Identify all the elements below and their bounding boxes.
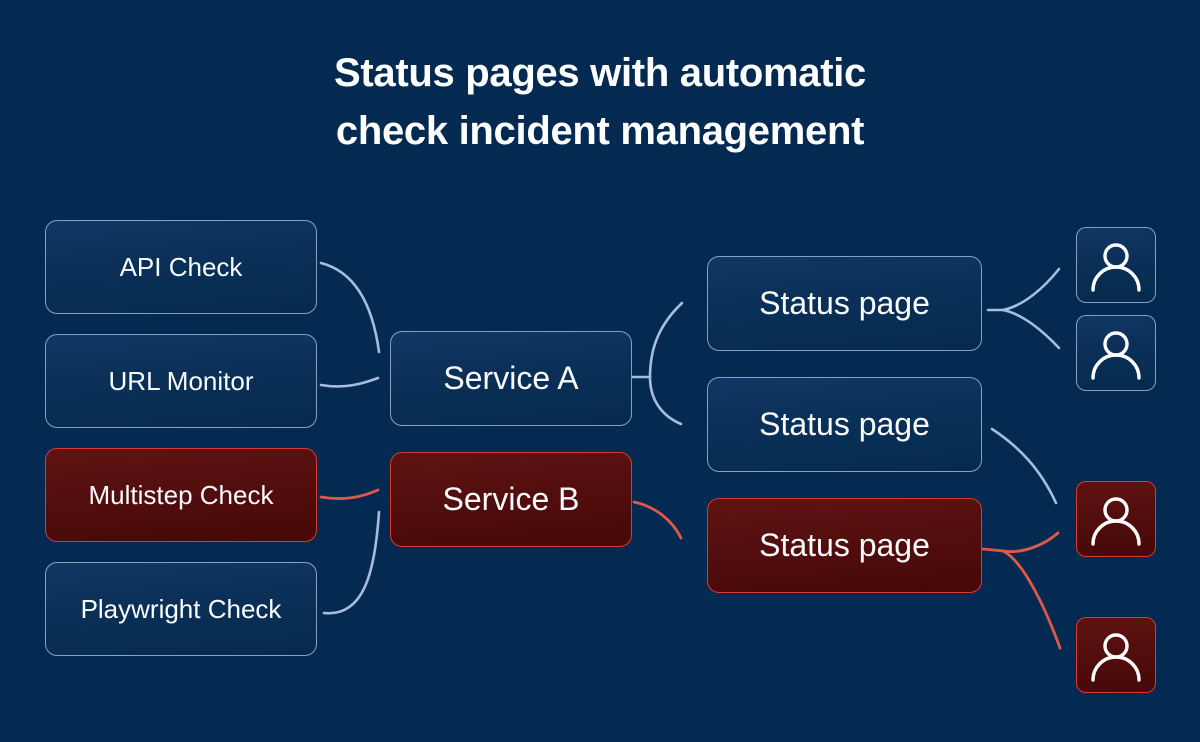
edge-playwright-check-to-service-b	[322, 510, 381, 615]
edge-service-a-to-status-page-1	[648, 301, 684, 379]
edge-status-page-3-fork-stem	[981, 547, 1005, 553]
person-icon	[1076, 617, 1156, 693]
edge-status-page-3-to-subscriber-3	[1001, 531, 1060, 553]
node-api-check: API Check	[45, 220, 317, 314]
edge-status-page-1-to-subscriber-2	[1001, 308, 1061, 350]
person-icon	[1076, 481, 1156, 557]
node-service-a: Service A	[390, 331, 632, 426]
edge-status-page-1-to-subscriber-1	[1001, 267, 1061, 312]
person-icon	[1076, 227, 1156, 303]
node-status-page-3-label: Status page	[759, 527, 930, 563]
title-line-1: Status pages with automatic	[334, 51, 866, 95]
node-status-page-2: Status page	[707, 377, 982, 472]
edge-url-monitor-to-service-a	[319, 376, 380, 388]
edge-status-page-2-to-subscriber-3	[990, 427, 1058, 505]
node-multistep-check: Multistep Check	[45, 448, 317, 542]
title-line-2: check incident management	[335, 109, 865, 153]
node-service-b: Service B	[390, 452, 632, 547]
node-status-page-3: Status page	[707, 498, 982, 593]
node-multistep-check-label: Multistep Check	[88, 479, 274, 510]
node-status-page-2-label: Status page	[759, 406, 930, 442]
diagram-title: Status pages with automatic check incide…	[0, 44, 1200, 160]
node-subscriber-2	[1076, 315, 1156, 391]
node-subscriber-4	[1076, 617, 1156, 693]
edge-api-check-to-service-a	[319, 261, 381, 354]
node-playwright-check-label: Playwright Check	[80, 593, 282, 624]
node-subscriber-3	[1076, 481, 1156, 557]
person-icon	[1076, 315, 1156, 391]
node-url-monitor: URL Monitor	[45, 334, 317, 428]
node-api-check-label: API Check	[119, 251, 243, 282]
node-service-b-label: Service B	[442, 481, 580, 517]
node-url-monitor-label: URL Monitor	[108, 365, 254, 396]
node-service-a-label: Service A	[443, 360, 579, 396]
node-status-page-1-label: Status page	[759, 285, 930, 321]
edge-status-page-3-to-subscriber-4	[1001, 549, 1062, 650]
edge-service-a-to-status-page-2	[648, 375, 683, 426]
edge-service-b-to-status-page-3	[632, 500, 683, 540]
edge-multistep-check-to-service-b	[319, 488, 380, 500]
node-status-page-1: Status page	[707, 256, 982, 351]
node-subscriber-1	[1076, 227, 1156, 303]
node-playwright-check: Playwright Check	[45, 562, 317, 656]
